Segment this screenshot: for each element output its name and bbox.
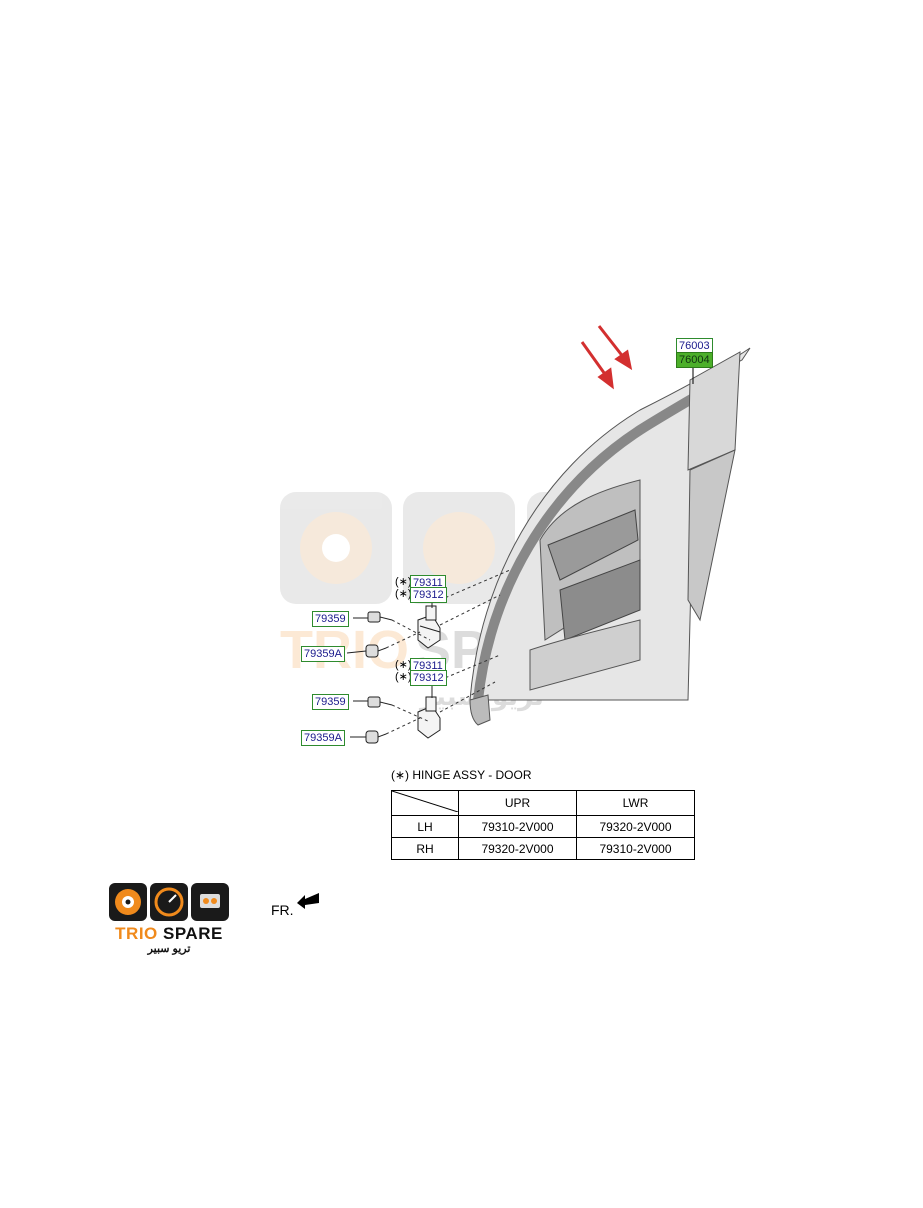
star-marker: (∗): [395, 576, 412, 588]
table-header-upr: UPR: [458, 790, 577, 816]
front-arrow-icon: [297, 893, 319, 909]
logo-brand: TRIO SPARE: [108, 924, 230, 944]
table-cell-side: LH: [391, 815, 459, 838]
table-row: LH 79310-2V000 79320-2V000: [391, 815, 695, 838]
logo-icons: [109, 883, 229, 921]
hinge-table: UPR LWR LH 79310-2V000 79320-2V000 RH 79…: [391, 790, 695, 860]
part-label-79359a-upper[interactable]: 79359A: [301, 646, 345, 662]
table-cell-side: RH: [391, 837, 459, 860]
table-cell-lwr: 79320-2V000: [576, 815, 695, 838]
door-panel: [469, 347, 751, 726]
lower-hinge: [417, 696, 441, 739]
logo-brand-arabic: تريو سبير: [147, 943, 191, 955]
star-marker: (∗): [395, 588, 412, 600]
trio-spare-logo: TRIO SPARE تريو سبير: [108, 882, 230, 955]
table-cell-upr: 79320-2V000: [458, 837, 577, 860]
table-header-row: UPR LWR: [391, 790, 695, 816]
part-label-76003[interactable]: 76003: [676, 338, 713, 354]
diagonal-line: [391, 790, 459, 813]
logo-brand-rest: SPARE: [163, 924, 223, 943]
part-label-79312-lower[interactable]: 79312: [410, 670, 447, 686]
hinge-table-title: (∗) HINGE ASSY - DOOR: [391, 768, 532, 782]
part-label-79359a-lower[interactable]: 79359A: [301, 730, 345, 746]
upper-hinge: [417, 605, 441, 649]
logo-brand-accent: TRIO: [115, 924, 158, 943]
part-label-76004[interactable]: 76004: [676, 352, 713, 368]
table-header-lwr: LWR: [576, 790, 695, 816]
part-label-79312-upper[interactable]: 79312: [410, 587, 447, 603]
bolts: [365, 611, 393, 744]
table-cell-lwr: 79310-2V000: [576, 837, 695, 860]
table-corner-cell: [391, 790, 459, 816]
part-label-79359-lower[interactable]: 79359: [312, 694, 349, 710]
dashed-lines: [385, 569, 511, 735]
direction-arrows: [580, 325, 633, 390]
table-row: RH 79320-2V000 79310-2V000: [391, 837, 695, 860]
star-marker: (∗): [395, 659, 412, 671]
part-label-79359-upper[interactable]: 79359: [312, 611, 349, 627]
star-marker: (∗): [395, 671, 412, 683]
table-cell-upr: 79310-2V000: [458, 815, 577, 838]
front-orientation-label: FR.: [271, 902, 294, 918]
